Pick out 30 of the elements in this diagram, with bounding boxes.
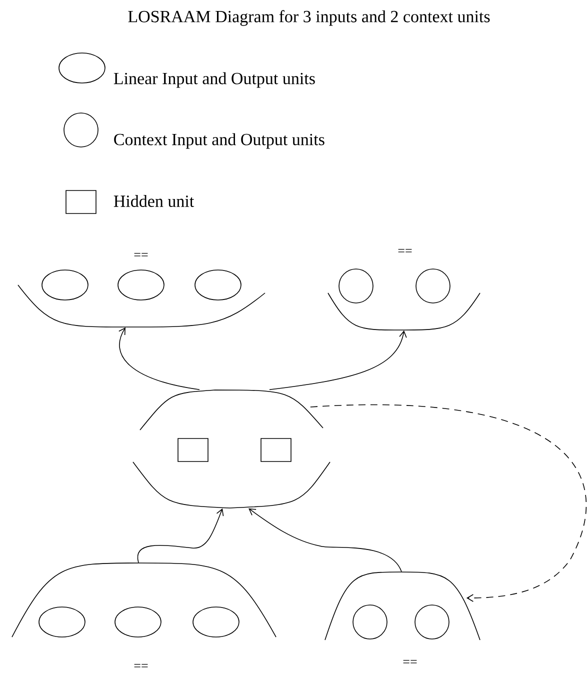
oval-unit	[118, 270, 164, 300]
circle-unit	[338, 268, 374, 304]
oval-unit	[38, 606, 86, 638]
unit-group	[12, 562, 276, 638]
arrow	[269, 330, 407, 390]
arrow	[248, 508, 402, 572]
equals-mark: ==	[403, 660, 417, 664]
equals-mark: ==	[134, 664, 148, 668]
square-unit	[260, 438, 292, 462]
equals-mark: ==	[134, 253, 148, 256]
equals-mark: ==	[398, 249, 412, 252]
title: LOSRAAM Diagram for 3 inputs and 2 context units	[128, 10, 490, 26]
legend-text: Linear Input and Output units	[114, 72, 315, 88]
unit-group	[324, 572, 480, 640]
legend-text: Context Input and Output units	[114, 133, 324, 149]
unit-group	[328, 292, 480, 330]
arrow	[310, 404, 586, 602]
square-unit	[178, 438, 208, 462]
legend-text: Hidden unit	[114, 195, 194, 207]
oval-unit	[114, 606, 162, 638]
oval-unit	[194, 270, 242, 300]
oval-unit	[42, 270, 88, 300]
oval-unit	[192, 606, 240, 638]
arrow	[137, 508, 224, 563]
circle-unit	[414, 604, 450, 640]
unit-group	[18, 284, 266, 328]
circle-unit	[416, 268, 450, 304]
arrow	[118, 327, 200, 390]
unit-group	[132, 390, 330, 508]
circle-unit	[352, 604, 388, 640]
